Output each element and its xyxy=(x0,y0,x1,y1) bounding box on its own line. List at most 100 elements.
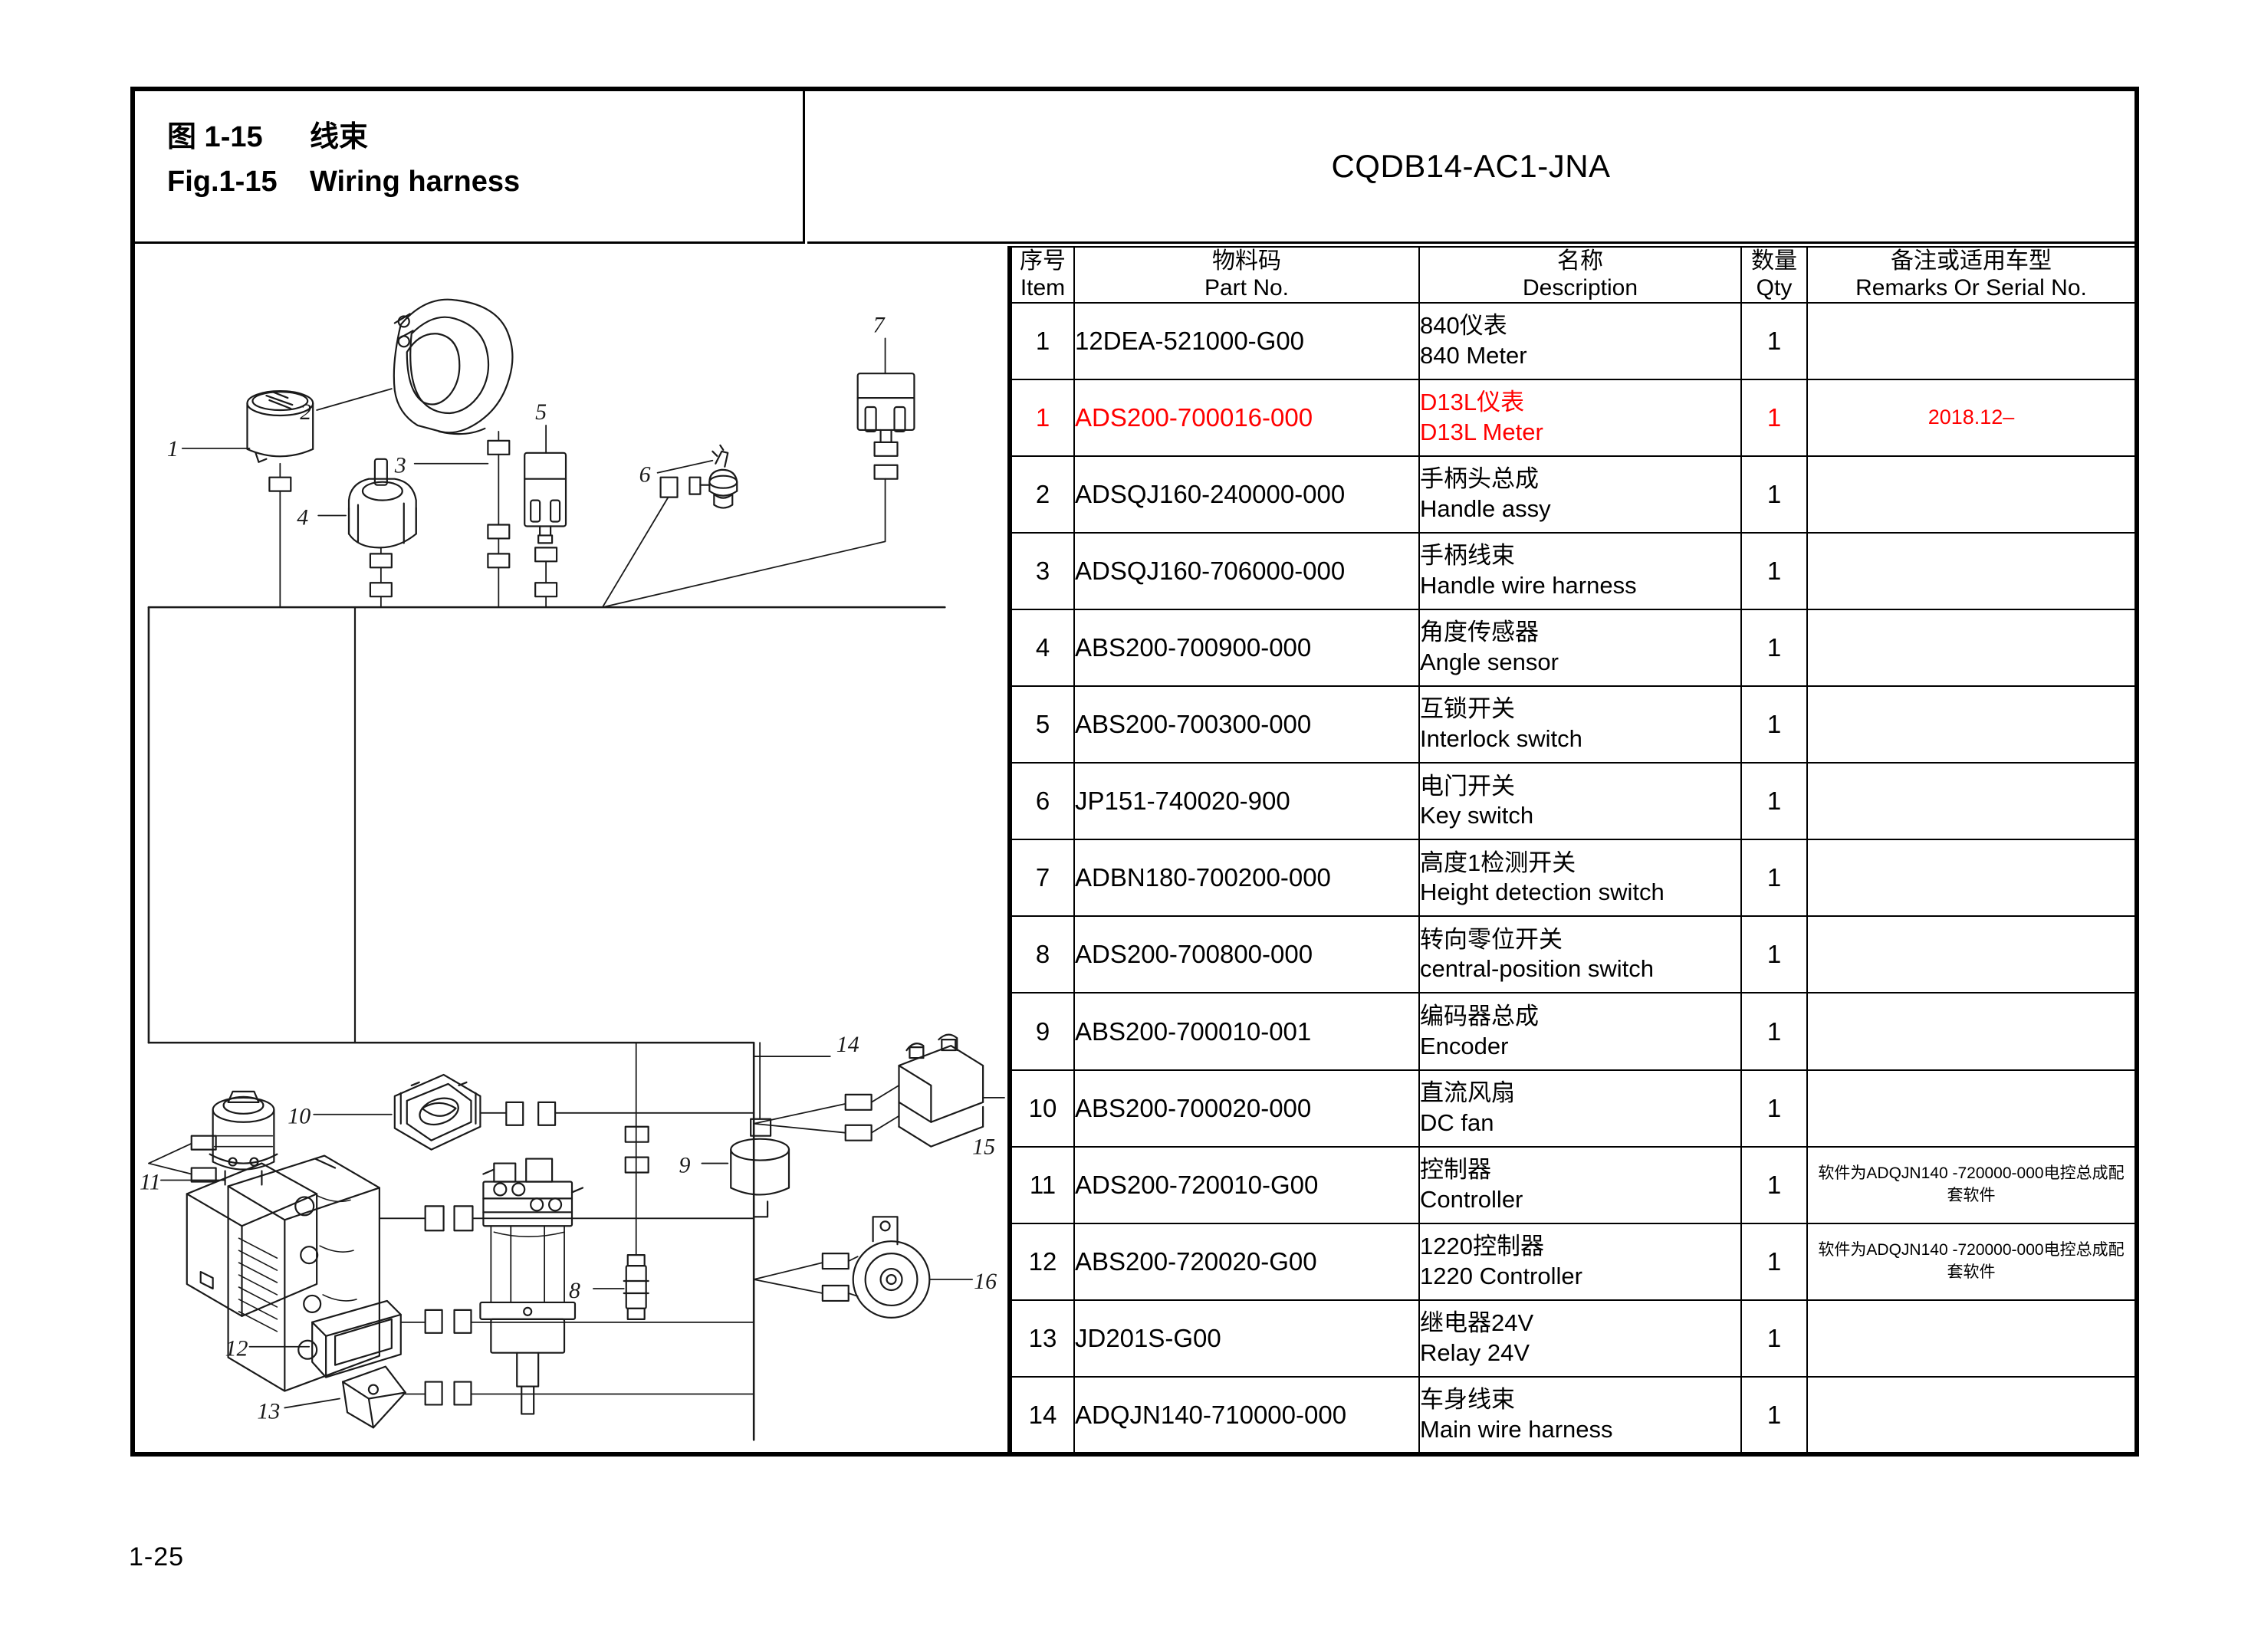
part-horn xyxy=(852,1216,931,1319)
cell-quantity: 1 xyxy=(1740,1069,1808,1148)
description-english: Height detection switch xyxy=(1420,879,1665,906)
cell-remarks xyxy=(1806,1069,2136,1148)
cell-part-number: ADS200-700016-000 xyxy=(1073,378,1420,457)
cell-item: 8 xyxy=(1011,915,1075,994)
cell-quantity: 1 xyxy=(1740,685,1808,764)
column-header-part-no-en: Part No. xyxy=(1204,275,1290,301)
cell-quantity: 1 xyxy=(1740,532,1808,611)
cell-remarks xyxy=(1806,532,2136,611)
callout-14: 14 xyxy=(836,1032,859,1057)
table-header-row: 序号 Item 物料码 Part No. 名称 Description 数量 Q… xyxy=(1011,246,2136,304)
column-header-remarks-en: Remarks Or Serial No. xyxy=(1855,275,2087,301)
column-header-item-cn: 序号 xyxy=(1020,248,1066,274)
cell-part-number: ADS200-720010-G00 xyxy=(1073,1145,1420,1224)
cell-item: 12 xyxy=(1011,1222,1075,1301)
cell-remarks xyxy=(1806,609,2136,688)
cell-remarks xyxy=(1806,455,2136,534)
description-english: Controller xyxy=(1420,1185,1523,1213)
cell-part-number: ABS200-700300-000 xyxy=(1073,685,1420,764)
cell-item: 14 xyxy=(1011,1375,1075,1455)
description-english: Interlock switch xyxy=(1420,725,1582,753)
description-chinese: 继电器24V xyxy=(1420,1309,1534,1337)
column-header-remarks-cn: 备注或适用车型 xyxy=(1891,248,2052,274)
cell-part-number: ADQJN140-710000-000 xyxy=(1073,1375,1420,1455)
description-english: Handle wire harness xyxy=(1420,572,1637,599)
part-angle-sensor xyxy=(347,458,417,549)
cell-quantity: 1 xyxy=(1740,1299,1808,1378)
page-border xyxy=(130,87,2139,1457)
description-chinese: 转向零位开关 xyxy=(1420,925,1563,953)
remarks-text: 软件为ADQJN140 -720000-000电控总成配套软件 xyxy=(1818,1164,2125,1204)
cell-part-number: ABS200-700010-001 xyxy=(1073,992,1420,1071)
column-header-item-en: Item xyxy=(1020,275,1066,301)
cell-part-number: 12DEA-521000-G00 xyxy=(1073,301,1420,380)
figure-title-chinese: 图 1-15 线束 xyxy=(167,113,803,155)
part-height-detection-switch xyxy=(856,373,915,457)
cell-item: 10 xyxy=(1011,1069,1075,1148)
description-english: Encoder xyxy=(1420,1032,1509,1059)
callout-5: 5 xyxy=(535,399,547,425)
remarks-text: 软件为ADQJN140 -720000-000电控总成配套软件 xyxy=(1818,1241,2125,1281)
figure-name-english: Wiring harness xyxy=(310,166,521,198)
cell-description: 高度1检测开关 Height detection switch xyxy=(1418,839,1742,918)
cell-item: 3 xyxy=(1011,532,1075,611)
column-header-description: 名称 Description xyxy=(1418,246,1742,304)
description-english: Main wire harness xyxy=(1420,1415,1613,1443)
callout-16: 16 xyxy=(974,1269,997,1294)
column-header-item: 序号 Item xyxy=(1011,246,1075,304)
description-chinese: 1220控制器 xyxy=(1420,1233,1544,1260)
cell-quantity: 1 xyxy=(1740,609,1808,688)
description-english: Angle sensor xyxy=(1420,649,1559,676)
cell-quantity: 1 xyxy=(1740,455,1808,534)
cell-remarks xyxy=(1806,1299,2136,1378)
column-header-part-no: 物料码 Part No. xyxy=(1073,246,1420,304)
cell-item: 7 xyxy=(1011,839,1075,918)
cell-item: 4 xyxy=(1011,609,1075,688)
callout-8: 8 xyxy=(569,1278,580,1303)
figure-name-chinese: 线束 xyxy=(310,121,369,153)
part-handle-assy xyxy=(393,298,514,435)
cell-quantity: 1 xyxy=(1740,762,1808,841)
part-interlock-switch xyxy=(524,452,567,544)
description-chinese: D13L仪表 xyxy=(1420,389,1525,416)
callout-7: 7 xyxy=(873,312,886,337)
column-header-remarks: 备注或适用车型 Remarks Or Serial No. xyxy=(1806,246,2136,304)
column-header-qty-cn: 数量 xyxy=(1751,248,1797,274)
callout-12: 12 xyxy=(225,1336,248,1361)
callout-15: 15 xyxy=(972,1135,995,1160)
figure-number-chinese: 图 1-15 xyxy=(167,121,263,153)
cell-item: 6 xyxy=(1011,762,1075,841)
column-header-description-en: Description xyxy=(1522,275,1638,301)
callout-9: 9 xyxy=(679,1153,691,1178)
description-chinese: 高度1检测开关 xyxy=(1420,849,1576,876)
description-english: Relay 24V xyxy=(1420,1338,1530,1366)
figure-number-english: Fig.1-15 xyxy=(167,166,278,198)
callout-10: 10 xyxy=(288,1104,311,1129)
column-header-part-no-cn: 物料码 xyxy=(1212,248,1281,274)
cell-remarks: 软件为ADQJN140 -720000-000电控总成配套软件 xyxy=(1806,1145,2136,1224)
cell-remarks: 2018.12– xyxy=(1806,378,2136,457)
cell-remarks: 软件为ADQJN140 -720000-000电控总成配套软件 xyxy=(1806,1222,2136,1301)
part-relay-24v xyxy=(341,1365,406,1429)
description-chinese: 互锁开关 xyxy=(1420,695,1515,723)
callout-3: 3 xyxy=(394,453,406,478)
model-number-header: CQDB14-AC1-JNA xyxy=(807,91,2134,244)
remarks-text: 2018.12– xyxy=(1927,406,2015,429)
part-840-meter xyxy=(246,390,314,463)
